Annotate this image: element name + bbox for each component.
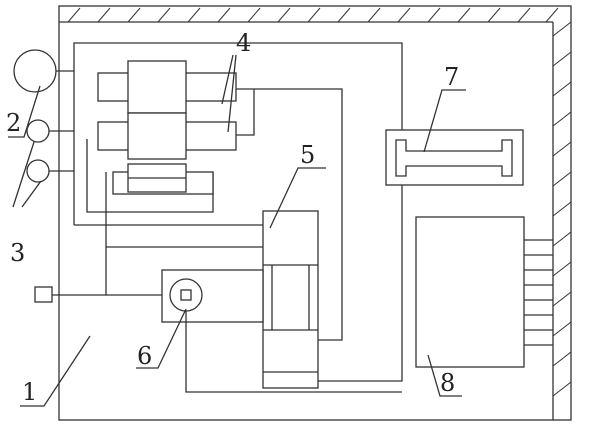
- pipe-valve-return: [236, 88, 343, 341]
- valve-upper-core: [127, 60, 187, 114]
- label-motor: 6: [137, 342, 152, 370]
- label-cylinder: 5: [300, 141, 315, 169]
- leader-gauge-lower: [21, 180, 42, 208]
- leader-control-box: [427, 354, 462, 397]
- cylinder: [262, 210, 319, 389]
- motor: [34, 269, 402, 393]
- valve-group: [97, 60, 237, 195]
- leader-motor: [136, 308, 187, 369]
- leader-handle: [423, 89, 466, 153]
- leader-valve-lower: [227, 54, 237, 133]
- housing-top-hatch: [67, 7, 559, 23]
- label-gauges-small: 3: [10, 239, 25, 267]
- leader-lines: [8, 54, 466, 407]
- valve-middle-core: [127, 112, 187, 160]
- gauges: [13, 49, 74, 183]
- leader-valve-upper: [221, 54, 234, 105]
- switch-button: [34, 286, 53, 303]
- label-gauge-large: 2: [6, 109, 21, 137]
- housing-right-hatch: [552, 21, 572, 397]
- motor-return-pipe: [185, 311, 402, 393]
- label-handle: 7: [444, 63, 459, 91]
- main-pipe-loop: [73, 42, 403, 382]
- handle: [385, 129, 524, 186]
- leader-gauge-large: [8, 85, 41, 138]
- motor-shaft: [180, 289, 192, 301]
- control-box-body: [415, 216, 525, 368]
- small-gauge-lower: [26, 159, 50, 183]
- control-box-terminals: [524, 239, 553, 346]
- leader-gauge-upper: [12, 141, 35, 208]
- callout-labels: 1 2 3 4 5 7 6 8: [6, 29, 459, 406]
- control-box: [415, 216, 553, 368]
- label-valve-group: 4: [236, 29, 251, 57]
- leader-cylinder: [269, 167, 326, 229]
- label-housing: 1: [22, 378, 37, 406]
- pipe-valve-link: [236, 89, 255, 136]
- pipe-network: [73, 42, 403, 382]
- handle-grip: [395, 139, 513, 177]
- cylinder-body: [262, 210, 319, 389]
- small-gauge-upper: [26, 119, 50, 143]
- leader-housing: [20, 335, 91, 407]
- label-control-box: 8: [440, 369, 455, 397]
- large-gauge: [13, 49, 57, 93]
